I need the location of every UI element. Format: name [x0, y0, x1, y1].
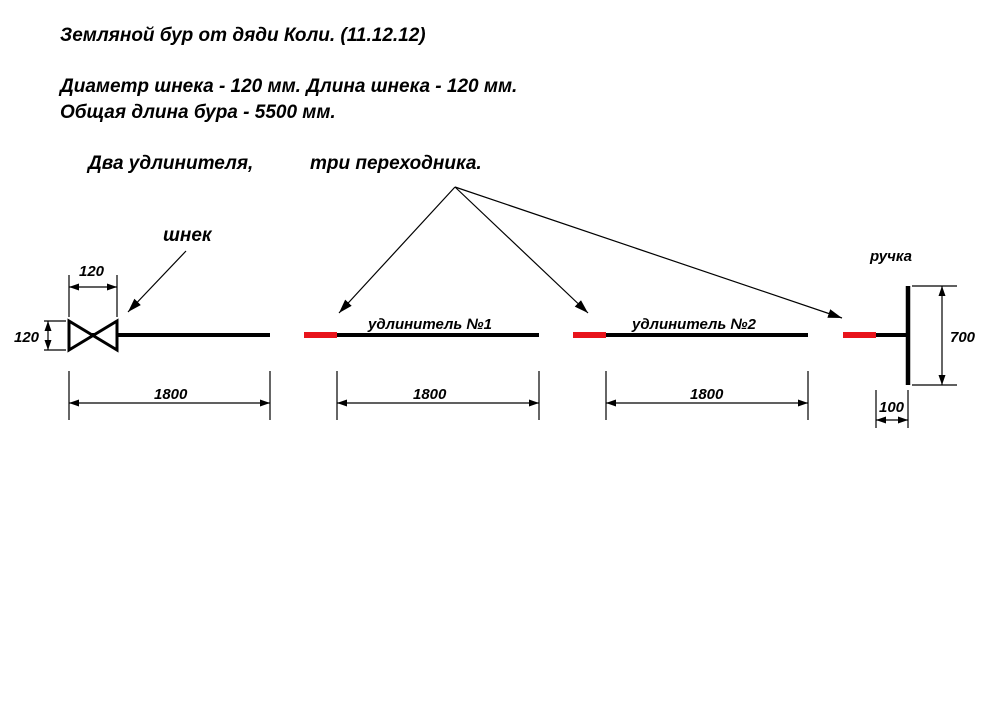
pointer-adapter-3	[454, 186, 843, 319]
spec-diameter-length: Диаметр шнека - 120 мм. Длина шнека - 12…	[58, 76, 517, 97]
dim-handle-width-value: 700	[950, 329, 976, 346]
extension-2-label: удлинитель №2	[631, 316, 757, 333]
dim-extension-2-length-value: 1800	[690, 386, 724, 403]
extension-1-section: удлинитель №1 1800	[304, 316, 540, 420]
handle-section: ручка 700 100	[843, 248, 976, 428]
extensions-note: Два удлинителя,	[86, 153, 253, 174]
pointer-auger	[127, 250, 187, 313]
dim-auger-diameter-value: 120	[14, 329, 40, 346]
handle-label: ручка	[869, 248, 912, 265]
extension-1-label: удлинитель №1	[367, 316, 492, 333]
dim-auger-rod-length-value: 1800	[154, 386, 188, 403]
spec-total-length: Общая длина бура - 5500 мм.	[60, 102, 336, 123]
auger-section: 120 120 1800	[14, 263, 271, 420]
adapters-note: три переходника.	[310, 153, 482, 174]
drawing-title: Земляной бур от дяди Коли. (11.12.12)	[60, 25, 426, 46]
auger-label: шнек	[163, 225, 213, 246]
dim-extension-1-length-value: 1800	[413, 386, 447, 403]
pointer-adapter-2	[454, 186, 589, 314]
extension-2-section: удлинитель №2 1800	[573, 316, 809, 420]
auger-blade	[67, 318, 119, 353]
dim-handle-stub-value: 100	[879, 399, 905, 416]
pointer-adapter-1	[338, 186, 456, 314]
adapter-pointers	[338, 186, 843, 319]
dim-auger-length-value: 120	[79, 263, 105, 280]
